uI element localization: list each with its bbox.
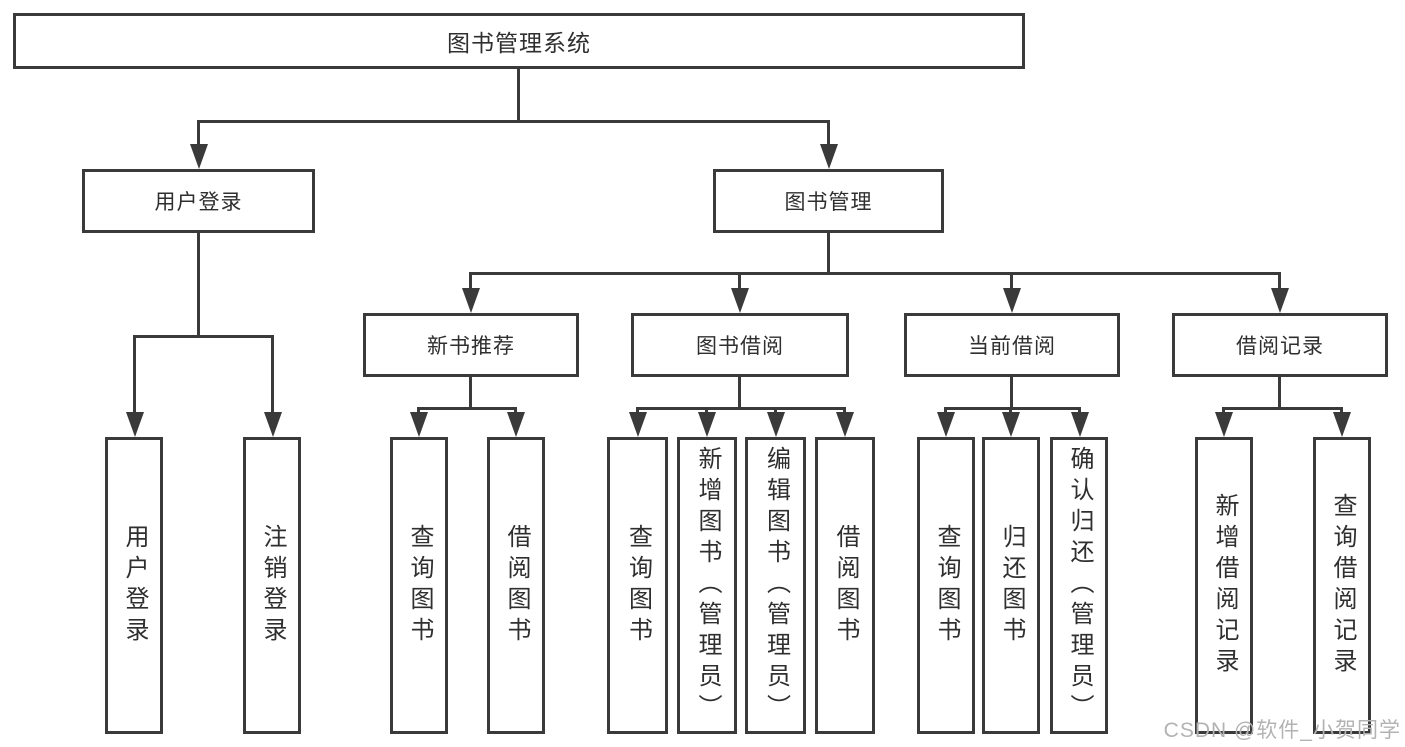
leaf-borrow-books-borrowing-label: 借阅图书 bbox=[832, 523, 859, 648]
leaf-query-books-borrowing-label: 查询图书 bbox=[624, 523, 652, 648]
leaf-borrow-books-recommend-label: 借阅图书 bbox=[503, 523, 530, 648]
connector-line bbox=[636, 407, 846, 410]
connector-arrow bbox=[410, 412, 428, 437]
connector-line bbox=[827, 120, 830, 146]
connector-arrow bbox=[1215, 412, 1233, 437]
connector-arrow bbox=[1271, 288, 1289, 313]
connector-line bbox=[827, 233, 830, 272]
node-borrowing-records: 借阅记录 bbox=[1172, 313, 1388, 377]
connector-arrow bbox=[1071, 412, 1089, 437]
connector-line bbox=[1222, 407, 1343, 410]
connector-arrow bbox=[937, 412, 955, 437]
connector-line bbox=[944, 407, 1081, 410]
leaf-query-books-recommend-label: 查询图书 bbox=[406, 523, 433, 648]
connector-line bbox=[417, 407, 517, 410]
leaf-user-login: 用户登录 bbox=[105, 437, 163, 734]
leaf-confirm-return-admin-label: 确认归还（管理员） bbox=[1066, 446, 1093, 725]
connector-line bbox=[1010, 377, 1013, 407]
connector-line bbox=[1278, 272, 1281, 290]
connector-line bbox=[197, 233, 200, 335]
leaf-logout: 注销登录 bbox=[243, 437, 301, 734]
connector-line bbox=[417, 407, 420, 415]
connector-arrow bbox=[507, 412, 525, 437]
connector-line bbox=[636, 407, 639, 415]
connector-arrow bbox=[836, 412, 854, 437]
connector-arrow bbox=[820, 144, 838, 169]
leaf-confirm-return-admin: 确认归还（管理员） bbox=[1050, 437, 1108, 734]
node-current-borrowing: 当前借阅 bbox=[904, 313, 1120, 377]
connector-arrow bbox=[629, 412, 647, 437]
connector-line bbox=[705, 407, 708, 415]
leaf-query-books-current: 查询图书 bbox=[917, 437, 975, 734]
connector-arrow bbox=[190, 144, 208, 169]
connector-arrow bbox=[1003, 288, 1021, 313]
connector-arrow bbox=[698, 412, 716, 437]
leaf-edit-books-admin: 编辑图书（管理员） bbox=[745, 437, 806, 734]
connector-line bbox=[517, 69, 520, 120]
leaf-query-books-recommend: 查询图书 bbox=[390, 437, 448, 734]
connector-arrow bbox=[462, 288, 480, 313]
connector-line bbox=[1222, 407, 1225, 415]
connector-line bbox=[1078, 407, 1081, 415]
connector-line bbox=[774, 407, 777, 415]
connector-line bbox=[1010, 272, 1013, 290]
connector-line bbox=[514, 407, 517, 415]
leaf-borrow-books-recommend: 借阅图书 bbox=[487, 437, 545, 734]
connector-arrow bbox=[731, 288, 749, 313]
node-root-label: 图书管理系统 bbox=[447, 30, 591, 56]
leaf-edit-books-admin-label: 编辑图书（管理员） bbox=[762, 446, 790, 725]
leaf-add-borrow-record: 新增借阅记录 bbox=[1195, 437, 1253, 734]
leaf-borrow-books-borrowing: 借阅图书 bbox=[815, 437, 875, 734]
connector-line bbox=[738, 377, 741, 407]
leaf-query-borrow-record: 查询借阅记录 bbox=[1313, 437, 1371, 734]
leaf-add-borrow-record-label: 新增借阅记录 bbox=[1211, 492, 1238, 679]
connector-arrow bbox=[1333, 412, 1351, 437]
connector-line bbox=[271, 335, 274, 413]
node-current-borrowing-label: 当前借阅 bbox=[968, 335, 1056, 358]
csdn-watermark: CSDN @软件_小贺同学 bbox=[1163, 719, 1401, 742]
node-book-borrowing-label: 图书借阅 bbox=[696, 335, 784, 358]
leaf-add-books-admin: 新增图书（管理员） bbox=[677, 437, 737, 734]
node-borrowing-records-label: 借阅记录 bbox=[1236, 335, 1324, 358]
connector-line bbox=[1009, 407, 1012, 415]
leaf-query-books-borrowing: 查询图书 bbox=[607, 437, 668, 734]
connector-arrow bbox=[1002, 412, 1020, 437]
connector-arrow bbox=[264, 412, 282, 437]
connector-line bbox=[197, 120, 200, 146]
connector-arrow bbox=[767, 412, 785, 437]
connector-line bbox=[469, 272, 1281, 275]
node-root: 图书管理系统 bbox=[13, 13, 1025, 69]
node-new-book-recommend: 新书推荐 bbox=[363, 313, 579, 377]
connector-line bbox=[738, 272, 741, 290]
connector-line bbox=[197, 120, 830, 123]
node-book-management-label: 图书管理 bbox=[784, 191, 873, 214]
connector-line bbox=[469, 377, 472, 407]
connector-line bbox=[1278, 377, 1281, 407]
leaf-user-login-label: 用户登录 bbox=[121, 523, 148, 648]
leaf-return-books-label: 归还图书 bbox=[998, 523, 1025, 648]
node-new-book-recommend-label: 新书推荐 bbox=[427, 335, 515, 358]
leaf-logout-label: 注销登录 bbox=[259, 523, 286, 648]
connector-line bbox=[944, 407, 947, 415]
connector-line bbox=[133, 335, 136, 413]
leaf-return-books: 归还图书 bbox=[982, 437, 1040, 734]
leaf-add-books-admin-label: 新增图书（管理员） bbox=[694, 446, 721, 725]
connector-line bbox=[843, 407, 846, 415]
connector-line bbox=[469, 272, 472, 290]
node-book-management: 图书管理 bbox=[713, 169, 944, 233]
connector-line bbox=[133, 335, 274, 338]
leaf-query-borrow-record-label: 查询借阅记录 bbox=[1329, 492, 1356, 679]
leaf-query-books-current-label: 查询图书 bbox=[933, 523, 960, 648]
connector-line bbox=[1340, 407, 1343, 415]
connector-arrow bbox=[126, 412, 144, 437]
node-user-login-group-label: 用户登录 bbox=[154, 191, 243, 214]
node-book-borrowing: 图书借阅 bbox=[631, 313, 849, 377]
node-user-login-group: 用户登录 bbox=[82, 169, 315, 233]
